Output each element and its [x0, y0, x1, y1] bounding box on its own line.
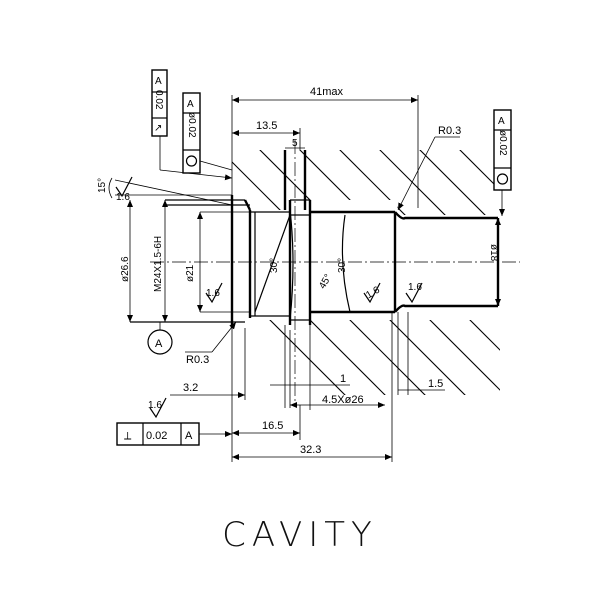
dim-dia-18: ø18	[488, 244, 499, 262]
fcf-circ1-datum: A	[187, 99, 194, 110]
dim-dia-21: ø21	[185, 264, 196, 282]
fcf-circ2-datum: A	[498, 116, 505, 127]
fcf-perp-symbol: ⟂	[124, 430, 132, 442]
fcf-runout-datum: A	[155, 76, 162, 87]
dim-thread: M24X1.5-6H	[153, 236, 164, 292]
radius-top: R0.3	[438, 125, 461, 137]
drawing-title: CAVITY	[222, 515, 378, 555]
fcf-circ2-value: ø0.02	[497, 130, 508, 156]
fcf-circularity-1: A ø0.02	[182, 92, 233, 174]
angle-45: 45°	[317, 272, 334, 291]
fcf-runout: A 0.02 ↗	[151, 69, 233, 181]
fcf-circularity-2: A ø0.02	[493, 109, 512, 216]
roughness-1: 1.6	[116, 192, 130, 203]
dim-overall-length: 41max	[310, 86, 344, 98]
datum-a-label: A	[155, 338, 163, 350]
dim-1-5: 1.5	[428, 378, 443, 390]
fcf-perp-value: 0.02	[146, 430, 167, 442]
dim-dia-26-6: ø26.6	[120, 256, 131, 282]
angle-30-a: 30°	[269, 258, 280, 273]
fcf-runout-symbol: ↗	[154, 123, 162, 134]
hatch-upper	[232, 150, 500, 215]
fcf-perpendicularity: ⟂ 0.02 A	[116, 422, 232, 446]
roughness-symbols	[115, 176, 423, 419]
datum-a-circle	[147, 329, 173, 355]
fcf-perp-datum: A	[185, 430, 193, 442]
roughness-4: 1.6	[408, 282, 422, 293]
dim-1: 1	[340, 373, 346, 385]
cavity-profile	[130, 150, 500, 328]
dim-3-2: 3.2	[183, 382, 198, 394]
roughness-2: 1.6	[206, 288, 220, 299]
hatch-lower	[249, 320, 500, 395]
dimension-lines	[108, 95, 501, 462]
fcf-circ1-value: ø0.02	[186, 112, 197, 138]
angle-15: 15°	[97, 178, 108, 193]
dim-32-3: 32.3	[300, 444, 321, 456]
angle-30-b: 30°	[337, 258, 348, 273]
dim-groove: 4.5Xø26	[322, 394, 364, 406]
roughness-3: 1.6	[364, 284, 382, 301]
radius-bottom: R0.3	[186, 354, 209, 366]
dim-5: 5	[292, 138, 298, 149]
roughness-5: 1.6	[148, 400, 162, 411]
dim-16-5: 16.5	[262, 420, 283, 432]
dim-13-5: 13.5	[256, 120, 277, 132]
fcf-runout-value: 0.02	[153, 90, 164, 110]
